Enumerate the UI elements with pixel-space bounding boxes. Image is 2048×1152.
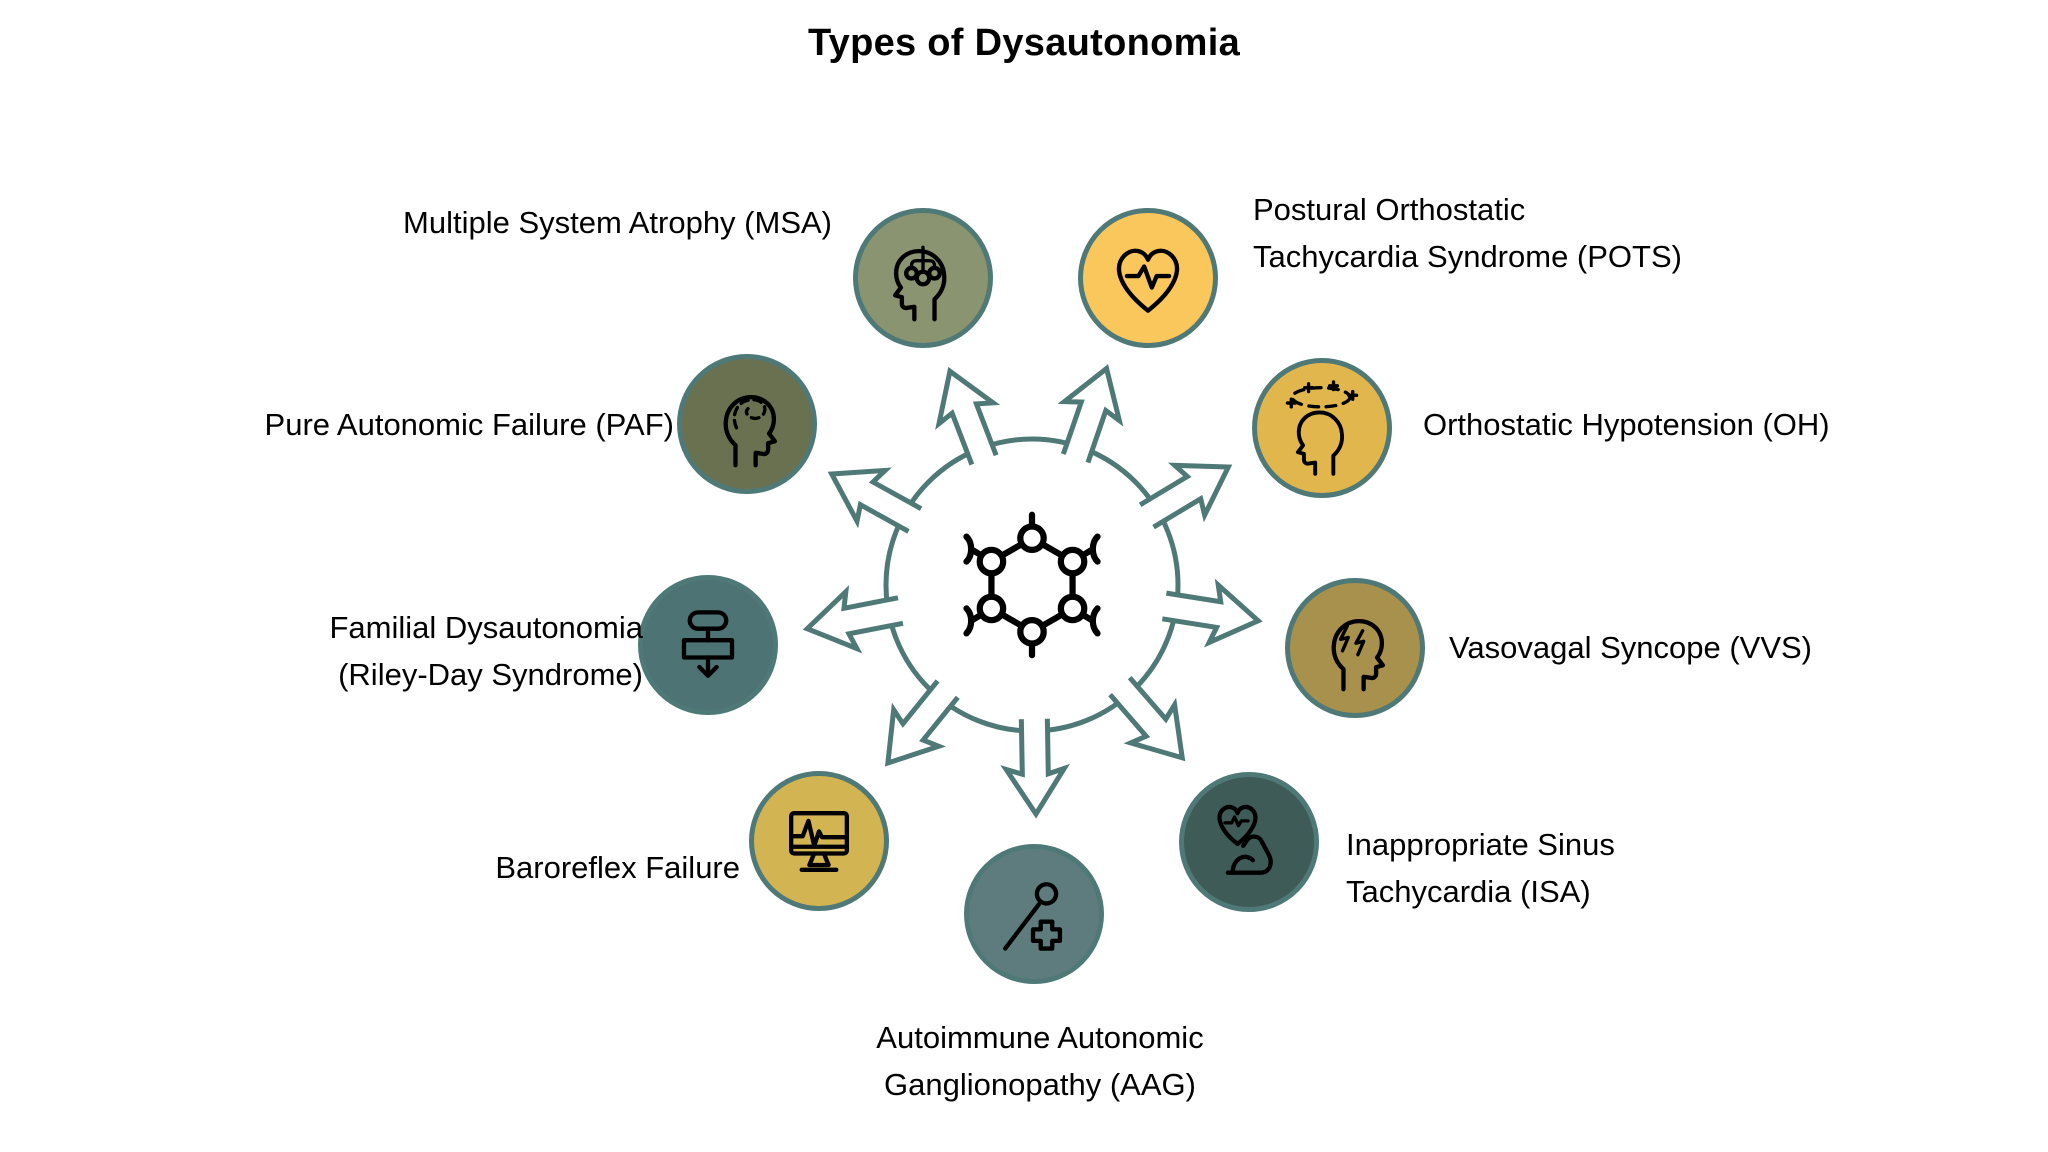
heart-muscle-icon — [1217, 804, 1273, 875]
pots-circle — [1078, 208, 1218, 348]
label-fam-line2: (Riley-Day Syndrome) — [338, 657, 643, 692]
label-isa-line1: Inappropriate Sinus — [1346, 827, 1615, 862]
headache-lightning-icon — [1331, 618, 1385, 692]
isa-circle — [1179, 772, 1319, 912]
oh-circle — [1252, 358, 1392, 498]
heart-ekg-icon — [1116, 248, 1180, 313]
node-vvs — [1285, 578, 1425, 718]
label-fam-line1: Familial Dysautonomia — [329, 610, 643, 645]
label-fam: Familial Dysautonomia (Riley-Day Syndrom… — [329, 604, 643, 698]
label-pots: Postural Orthostatic Tachycardia Syndrom… — [1253, 186, 1682, 280]
label-baro: Baroreflex Failure — [495, 844, 740, 891]
label-aag: Autoimmune Autonomic Ganglionopathy (AAG… — [876, 1014, 1203, 1108]
node-paf — [677, 354, 817, 494]
label-vvs: Vasovagal Syncope (VVS) — [1449, 624, 1812, 671]
flowchart-icon — [681, 610, 735, 678]
label-msa: Multiple System Atrophy (MSA) — [403, 199, 832, 246]
molecule-icon — [963, 511, 1101, 659]
label-vvs-line1: Vasovagal Syncope (VVS) — [1449, 630, 1813, 665]
label-msa-line1: Multiple System Atrophy (MSA) — [403, 205, 832, 240]
vvs-circle — [1285, 578, 1425, 718]
label-isa-line2: Tachycardia (ISA) — [1346, 874, 1591, 909]
page-title: Types of Dysautonomia — [807, 22, 1241, 64]
node-aag — [964, 844, 1104, 984]
label-isa: Inappropriate Sinus Tachycardia (ISA) — [1346, 821, 1615, 915]
node-fam — [638, 575, 778, 715]
head-brain-icon — [723, 394, 777, 468]
label-aag-line1: Autoimmune Autonomic — [876, 1020, 1204, 1055]
aag-circle — [964, 844, 1104, 984]
label-paf-line1: Pure Autonomic Failure (PAF) — [264, 407, 674, 442]
label-oh-line1: Orthostatic Hypotension (OH) — [1423, 407, 1830, 442]
label-baro-line1: Baroreflex Failure — [495, 850, 740, 885]
dizzy-head-icon — [1285, 380, 1359, 476]
label-pots-line2: Tachycardia Syndrome (POTS) — [1253, 239, 1682, 274]
label-aag-line2: Ganglionopathy (AAG) — [884, 1067, 1196, 1102]
msa-circle — [853, 208, 993, 348]
monitor-ekg-icon — [789, 811, 849, 872]
needle-cross-icon — [1003, 882, 1063, 951]
baro-circle — [749, 771, 889, 911]
paf-circle — [677, 354, 817, 494]
fam-circle — [638, 575, 778, 715]
label-oh: Orthostatic Hypotension (OH) — [1423, 401, 1830, 448]
node-pots — [1078, 208, 1218, 348]
hub-arrows-icon — [802, 364, 1263, 819]
node-msa — [853, 208, 993, 348]
label-paf: Pure Autonomic Failure (PAF) — [265, 401, 674, 448]
node-baro — [749, 771, 889, 911]
node-isa — [1179, 772, 1319, 912]
label-pots-line1: Postural Orthostatic — [1253, 192, 1526, 227]
node-oh — [1252, 358, 1392, 498]
head-network-icon — [893, 245, 947, 322]
